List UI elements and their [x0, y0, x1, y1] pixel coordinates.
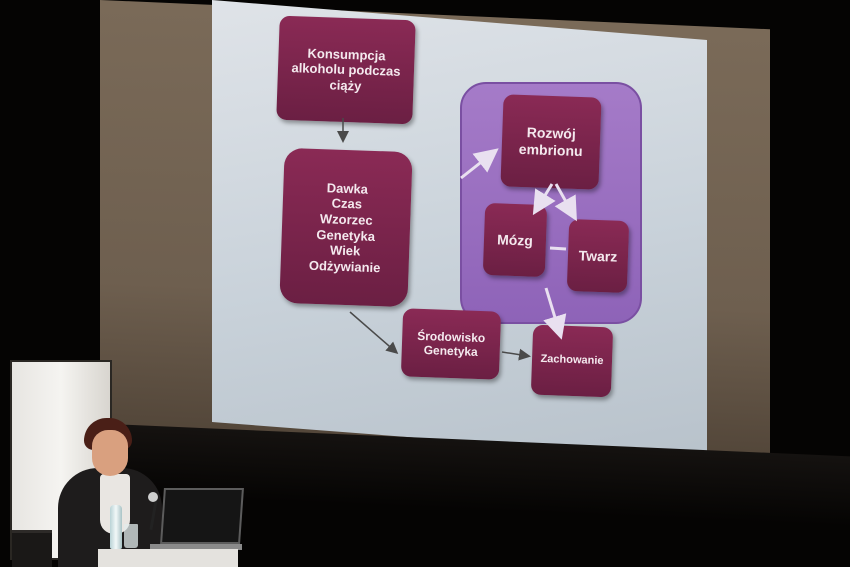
desk [98, 549, 238, 567]
laptop-base [150, 544, 242, 550]
microphone [148, 492, 158, 502]
water-bottle [110, 505, 122, 549]
presenter-face [92, 430, 128, 476]
arrow-into-embryo-group [460, 148, 499, 180]
arrow-brain-face-link [549, 246, 567, 251]
arrow-group-to-behavior [543, 287, 567, 340]
arrow-environment-to-behavior [501, 348, 531, 361]
arrow-embryo-to-face [554, 183, 577, 222]
water-glass [124, 524, 138, 548]
chair [12, 530, 52, 567]
arrow-factors-to-environment [349, 311, 399, 354]
arrow-embryo-to-brain [532, 183, 556, 216]
laptop-screen [160, 488, 244, 544]
